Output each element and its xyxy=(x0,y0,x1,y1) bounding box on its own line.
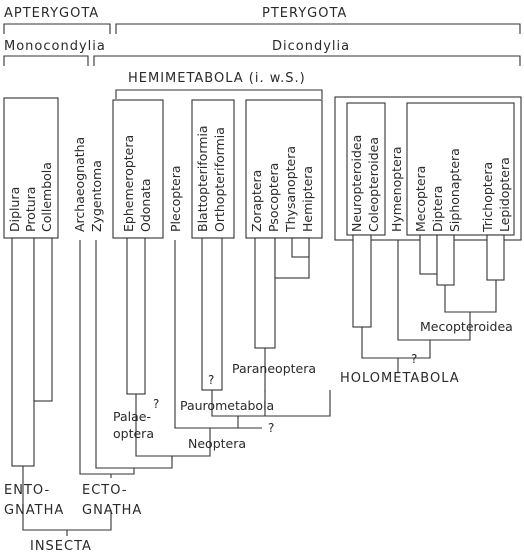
question-mark-palaeoptera: ? xyxy=(153,397,159,411)
label-mecopteroidea: Mecopteroidea xyxy=(420,319,513,334)
taxon-trichoptera: Trichoptera xyxy=(480,162,495,233)
branch-palaeoptera xyxy=(126,237,146,395)
label-ectognatha-2: GNATHA xyxy=(82,503,142,518)
box-polyneoptera-taxa xyxy=(191,99,235,239)
label-paraneoptera: Paraneoptera xyxy=(232,361,316,376)
taxon-blattopteriformia: Blattopteriformia xyxy=(195,125,210,232)
taxon-coleopteroidea: Coleopteroidea xyxy=(366,137,381,232)
box-entognatha-taxa xyxy=(3,97,59,239)
taxon-hemiptera: Hemiptera xyxy=(300,166,315,232)
branch-meco-dipt xyxy=(419,234,438,275)
header-brackets xyxy=(3,23,521,99)
question-mark-polyneoptera: ? xyxy=(208,373,214,387)
taxon-siphonaptera: Siphonaptera xyxy=(447,148,462,232)
taxon-diptera: Diptera xyxy=(430,186,445,232)
taxon-psocoptera: Psocoptera xyxy=(266,163,281,232)
taxon-mecoptera: Mecoptera xyxy=(413,166,428,232)
box-mecopteroidea xyxy=(406,102,515,236)
label-monocondylia: Monocondylia xyxy=(4,39,106,54)
question-mark-holometabola: ? xyxy=(411,352,417,366)
label-palaeoptera-2: optera xyxy=(113,426,154,441)
branch-thys-hemi xyxy=(291,237,310,258)
branch-trich-lepid xyxy=(486,234,505,281)
branch-dipt-siph xyxy=(436,234,455,286)
label-entognatha-2: GNATHA xyxy=(4,503,64,518)
branch-entognatha xyxy=(11,237,35,467)
taxon-lepidoptera: Lepidoptera xyxy=(497,157,512,232)
branch-protura-collembola xyxy=(33,237,53,402)
taxon-thysanoptera: Thysanoptera xyxy=(283,146,298,233)
connector-lines xyxy=(22,240,497,536)
taxon-collembola: Collembola xyxy=(39,162,54,232)
box-palaeoptera-taxa xyxy=(112,99,164,239)
taxon-orthopteriformia: Orthopteriformia xyxy=(212,127,227,232)
question-mark-neoptera: ? xyxy=(268,421,274,435)
taxon-diplura: Diplura xyxy=(7,187,22,232)
taxon-zoraptera: Zoraptera xyxy=(249,170,264,232)
label-hemimetabola: HEMIMETABOLA (i. w.S.) xyxy=(128,71,306,86)
taxon-ephemeroptera: Ephemeroptera xyxy=(121,135,136,232)
taxon-odonata: Odonata xyxy=(138,178,153,232)
branch-polyneoptera-pair xyxy=(201,237,223,391)
label-insecta: INSECTA xyxy=(30,539,92,554)
branch-paraneoptera xyxy=(254,237,276,349)
label-ectognatha-1: ECTO- xyxy=(82,483,128,498)
label-holometabola: HOLOMETABOLA xyxy=(340,371,460,386)
label-paurometabola: Paurometabola xyxy=(180,398,274,413)
label-palaeoptera-1: Palae- xyxy=(113,409,151,424)
taxon-labels: Diplura Protura Collembola Archaeognatha… xyxy=(7,125,512,233)
taxon-protura: Protura xyxy=(23,187,38,232)
taxon-hymenoptera: Hymenoptera xyxy=(389,146,404,232)
label-apterygota: APTERYGOTA xyxy=(4,6,99,21)
label-neoptera: Neoptera xyxy=(188,436,246,451)
label-dicondylia: Dicondylia xyxy=(272,39,350,54)
taxon-zygentoma: Zygentoma xyxy=(89,160,104,232)
box-paraneoptera-taxa xyxy=(245,99,323,239)
taxon-archaeognatha: Archaeognatha xyxy=(72,137,87,232)
branch-neuro-coleo xyxy=(352,234,372,328)
label-pterygota: PTERYGOTA xyxy=(262,6,347,21)
taxon-plecoptera: Plecoptera xyxy=(168,165,183,232)
taxon-neuropteroidea: Neuropteroidea xyxy=(349,135,364,232)
label-entognatha-1: ENTO- xyxy=(4,483,50,498)
